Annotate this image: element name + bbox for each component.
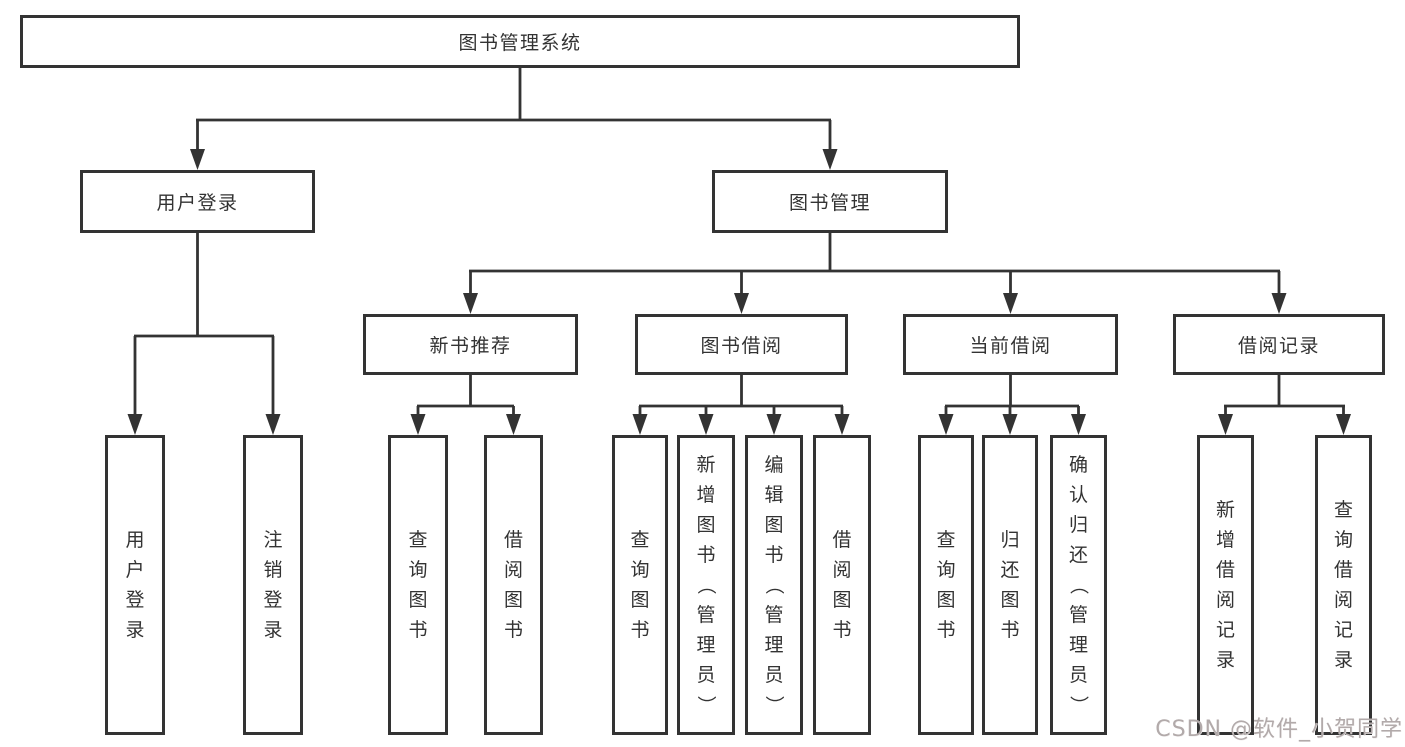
node-current-borrow: 当前借阅 bbox=[903, 314, 1118, 375]
leaf-logout: 注销登录 bbox=[243, 435, 303, 735]
node-library-management-system: 图书管理系统 bbox=[20, 15, 1020, 68]
leaf-query-books-current: 查询图书 bbox=[918, 435, 974, 735]
node-new-book-recommend: 新书推荐 bbox=[363, 314, 578, 375]
node-book-management: 图书管理 bbox=[712, 170, 948, 233]
node-borrow-records: 借阅记录 bbox=[1173, 314, 1385, 375]
node-book-borrow: 图书借阅 bbox=[635, 314, 848, 375]
leaf-add-books-admin: 新增图书（管理员） bbox=[677, 435, 735, 735]
node-user-login: 用户登录 bbox=[80, 170, 315, 233]
csdn-watermark: CSDN @软件_小贺同学 bbox=[1155, 717, 1403, 742]
leaf-query-books-recommend: 查询图书 bbox=[388, 435, 448, 735]
leaf-add-borrow-record: 新增借阅记录 bbox=[1197, 435, 1254, 735]
leaf-user-login: 用户登录 bbox=[105, 435, 165, 735]
leaf-return-books: 归还图书 bbox=[982, 435, 1038, 735]
leaf-query-books-borrow: 查询图书 bbox=[612, 435, 668, 735]
leaf-edit-books-admin: 编辑图书（管理员） bbox=[745, 435, 803, 735]
leaf-confirm-return-admin: 确认归还（管理员） bbox=[1050, 435, 1107, 735]
leaf-borrow-books: 借阅图书 bbox=[813, 435, 871, 735]
leaf-query-borrow-record: 查询借阅记录 bbox=[1315, 435, 1372, 735]
leaf-borrow-books-recommend: 借阅图书 bbox=[484, 435, 543, 735]
